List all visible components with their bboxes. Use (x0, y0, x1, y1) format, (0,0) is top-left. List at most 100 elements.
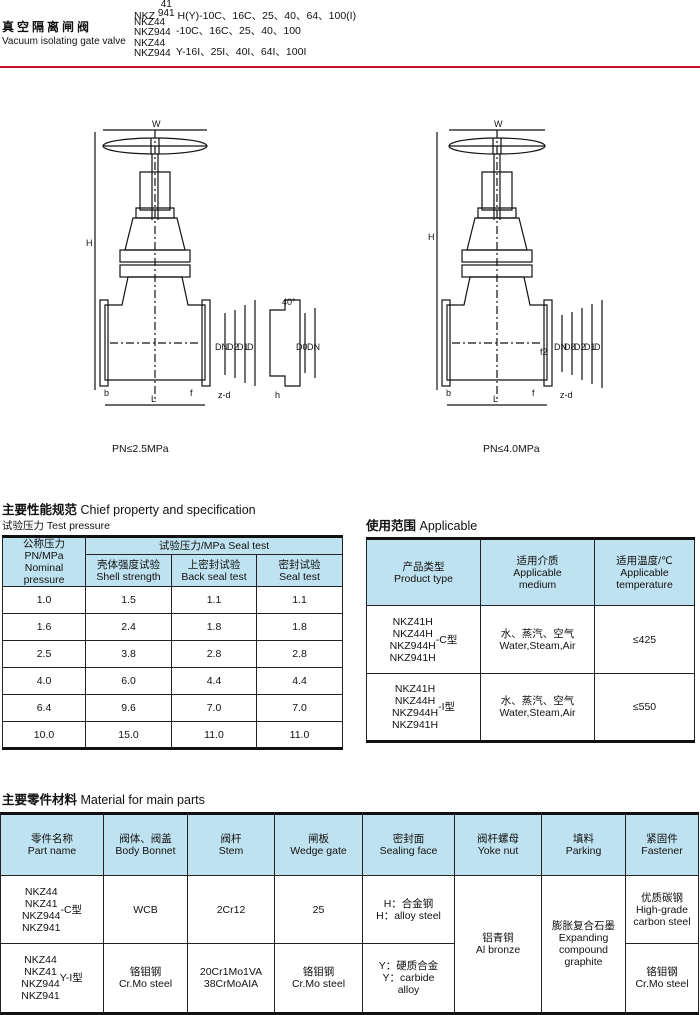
applicable-title: 使用范围 Applicable (366, 515, 477, 534)
material-title: 主要零件材料 Material for main parts (2, 789, 205, 808)
cell-wedge: 25 (274, 875, 363, 944)
cell-yoke-nut: 铝青铜 Al bronze (454, 875, 542, 1014)
cell-shell: 3.8 (85, 640, 172, 668)
dim-angle: 40° (282, 297, 296, 307)
cell-seal: 7.0 (256, 694, 343, 722)
cell-sealing: Y：硬质合金 Y：carbide alloy (362, 943, 455, 1014)
dim-zd-left: z-d (218, 390, 231, 400)
cell-wedge: 铬钼钢 Cr.Mo steel (274, 943, 363, 1014)
cell-seal: 11.0 (256, 721, 343, 749)
product-suffix: -I型 (438, 701, 456, 713)
product-models: NKZ41H NKZ44H NKZ944H NKZ941H (391, 683, 439, 731)
dim-d0: D0 (296, 342, 308, 352)
model-sup: 41 (160, 0, 172, 10)
cell-seal: 2.8 (256, 640, 343, 668)
dim-w-right: W (494, 119, 503, 129)
dim-l-left: L (151, 394, 156, 404)
dim-h-flange: h (275, 390, 280, 400)
head-shell: 壳体强度试验 Shell strength (85, 554, 172, 587)
property-title-en: Chief property and specification (80, 503, 256, 517)
dim-d8-right: D8 (564, 342, 576, 352)
part-suffix: -C型 (60, 903, 83, 916)
cell-medium: 水、蒸汽、空气 Water,Steam,Air (480, 673, 595, 742)
cell-medium: 水、蒸汽、空气 Water,Steam,Air (480, 605, 595, 674)
cell-back: 4.4 (171, 667, 257, 695)
cell-seal: 4.4 (256, 667, 343, 695)
applicable-title-cn: 使用范围 (366, 519, 417, 533)
dim-f-left: f (190, 388, 193, 398)
cell-shell: 15.0 (85, 721, 172, 749)
model-prefix: NKZ (134, 10, 155, 22)
cell-pn: 1.0 (2, 586, 86, 614)
dim-dn-flange: DN (307, 342, 320, 352)
table-row: NKZ41H NKZ44H NKZ944H NKZ941H-I型 水、蒸汽、空气… (366, 673, 695, 742)
product-suffix: -C型 (435, 633, 458, 646)
table-row: NKZ44 NKZ41 NKZ944 NKZ941Y-I型 铬钼钢 Cr.Mo … (0, 943, 699, 1014)
head-seal-test: 试验压力/MPa Seal test (85, 536, 343, 555)
cell-fastener: 铬钼钢 Cr.Mo steel (625, 943, 699, 1014)
part-suffix: Y-I型 (59, 972, 83, 984)
dim-f-right: f (532, 388, 535, 398)
model-row-3: NKZ44 NKZ944 (134, 38, 171, 59)
cell-seal: 1.1 (256, 586, 343, 614)
applicable-title-en: Applicable (419, 519, 478, 533)
dim-d2-right: D2 (574, 342, 586, 352)
caption-right: PN≤4.0MPa (483, 443, 540, 455)
cell-fastener: 优质碳钢 High-grade carbon steel (625, 875, 699, 944)
model-sub: 941 (157, 8, 175, 19)
dim-d1-left: D1 (237, 342, 249, 352)
model-row-2: NKZ44 NKZ944 (134, 17, 171, 38)
cell-shell: 2.4 (85, 613, 172, 641)
model-stack: 41 941 (157, 0, 175, 19)
dim-l-right: L (493, 394, 498, 404)
head-packing: 填料 Parking (541, 813, 626, 876)
head-back-seal: 上密封试验 Back seal test (171, 554, 257, 587)
head-medium: 适用介质 Applicable medium (480, 538, 595, 606)
valve-drawings: W H L DN D2 D1 D b f z-d 40° D0 DN h W H… (86, 119, 603, 406)
cell-product-type: NKZ41H NKZ44H NKZ944H NKZ941H-C型 (366, 605, 481, 674)
caption-left: PN≤2.5MPa (112, 443, 169, 455)
dim-d1-right: D1 (584, 342, 596, 352)
dim-h-left: H (86, 238, 93, 248)
test-pressure-cn: 试验压力 (2, 520, 44, 532)
title-cn: 真空隔离闸阀 (2, 20, 93, 34)
left-valve-drawing (94, 129, 316, 406)
model-spec-1: H(Y)-10C、16C、25、40、64、100(I) (177, 10, 357, 22)
material-table: 零件名称 Part name 阀体、阀盖 Body Bonnet 阀杆 Stem… (0, 812, 699, 1015)
head-seal: 密封试验 Seal test (256, 554, 343, 587)
part-models: NKZ44 NKZ41 NKZ944 NKZ941 (21, 954, 60, 1002)
cell-sealing: H：合金钢 H：alloy steel (362, 875, 455, 944)
head-part-name: 零件名称 Part name (0, 813, 104, 876)
head-stem: 阀杆 Stem (187, 813, 275, 876)
test-pressure-title: 试验压力 Test pressure (2, 518, 110, 533)
right-valve-drawing (436, 129, 603, 406)
cell-back: 7.0 (171, 694, 257, 722)
model-row-1: NKZ 41 941 H(Y)-10C、16C、25、40、64、100(I) (134, 0, 356, 22)
cell-temp: ≤550 (594, 673, 695, 742)
dim-f2-right: f2 (540, 347, 548, 357)
head-temperature: 适用温度/℃ Applicable temperature (594, 538, 695, 606)
cell-pn: 2.5 (2, 640, 86, 668)
cell-stem: 20Cr1Mo1VA 38CrMoAIA (187, 943, 275, 1014)
dim-w-left: W (152, 119, 161, 129)
dim-dn-right: DN (554, 342, 567, 352)
cell-part: NKZ44 NKZ41 NKZ944 NKZ941-C型 (0, 875, 104, 944)
dim-dn-left: DN (215, 342, 228, 352)
head-sealing-face: 密封面 Sealing face (362, 813, 455, 876)
cell-back: 1.8 (171, 613, 257, 641)
dim-b-right: b (446, 388, 451, 398)
test-pressure-en: Test pressure (46, 520, 110, 532)
dim-zd-right: z-d (560, 390, 573, 400)
header-divider (0, 66, 700, 68)
cell-body: 铬钼钢 Cr.Mo steel (103, 943, 188, 1014)
cell-shell: 6.0 (85, 667, 172, 695)
table-row: NKZ44 NKZ41 NKZ944 NKZ941-C型 WCB 2Cr12 2… (0, 875, 699, 1014)
product-models: NKZ41H NKZ44H NKZ944H NKZ941H (389, 615, 436, 664)
head-body-bonnet: 阀体、阀盖 Body Bonnet (103, 813, 188, 876)
applicable-table: 产品类型 Product type 适用介质 Applicable medium… (366, 537, 695, 743)
cell-pn: 6.4 (2, 694, 86, 722)
